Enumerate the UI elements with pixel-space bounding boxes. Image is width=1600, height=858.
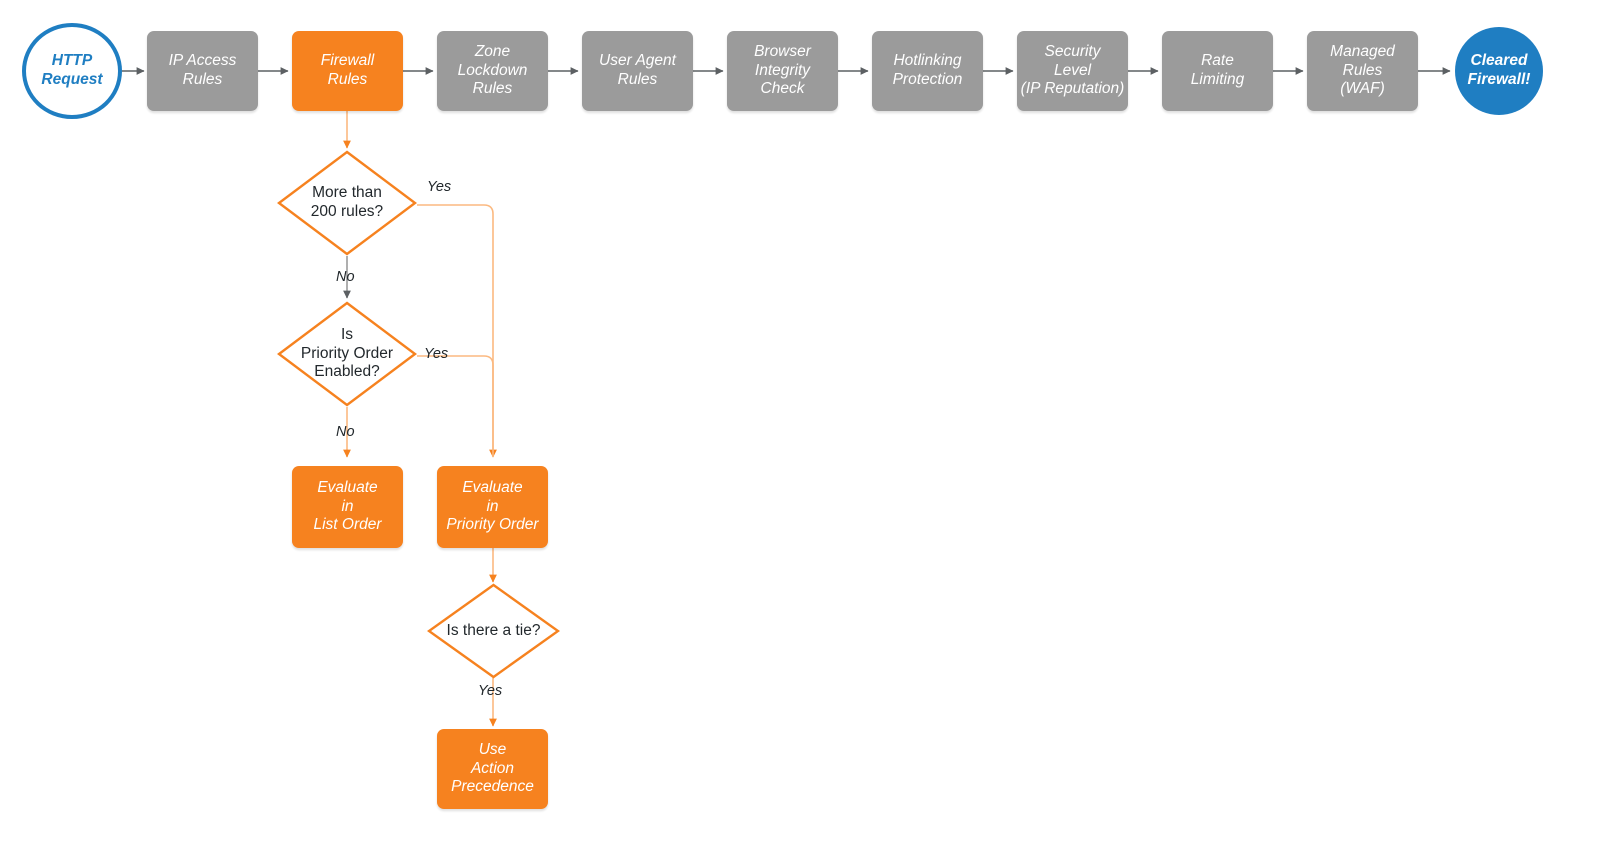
node-managed-rules-waf[interactable]: Managed Rules (WAF) xyxy=(1307,31,1418,111)
node-decision-more-than-200-rules[interactable]: More than 200 rules? xyxy=(277,150,417,256)
decision-label: More than 200 rules? xyxy=(310,184,384,220)
diamond-shape xyxy=(427,583,560,679)
node-http-request[interactable]: HTTP Request xyxy=(22,23,122,119)
node-hotlinking-protection[interactable]: Hotlinking Protection xyxy=(872,31,983,111)
node-evaluate-in-priority-order[interactable]: Evaluate in Priority Order xyxy=(437,466,548,548)
node-zone-lockdown-rules[interactable]: Zone Lockdown Rules xyxy=(437,31,548,111)
node-security-level[interactable]: Security Level (IP Reputation) xyxy=(1017,31,1128,111)
node-firewall-rules[interactable]: Firewall Rules xyxy=(292,31,403,111)
edge-label-d1-no: No xyxy=(336,269,355,285)
node-evaluate-in-list-order[interactable]: Evaluate in List Order xyxy=(292,466,403,548)
node-decision-is-there-a-tie[interactable]: Is there a tie? xyxy=(427,583,560,679)
edge-label-d3-yes: Yes xyxy=(478,683,503,699)
node-browser-integrity-check[interactable]: Browser Integrity Check xyxy=(727,31,838,111)
decision-label: Is Priority Order Enabled? xyxy=(300,325,394,381)
node-user-agent-rules[interactable]: User Agent Rules xyxy=(582,31,693,111)
node-use-action-precedence[interactable]: Use Action Precedence xyxy=(437,729,548,809)
edge-label-d1-yes: Yes xyxy=(427,179,452,195)
node-rate-limiting[interactable]: Rate Limiting xyxy=(1162,31,1273,111)
node-cleared-firewall[interactable]: Cleared Firewall! xyxy=(1455,27,1543,115)
edge-label-d2-no: No xyxy=(336,424,355,440)
edge-d1-yes-to-priority-order xyxy=(417,204,497,458)
node-decision-is-priority-order-enabled[interactable]: Is Priority Order Enabled? xyxy=(277,301,417,407)
decision-label: Is there a tie? xyxy=(446,621,541,639)
diamond-shape xyxy=(277,150,417,256)
diamond-shape xyxy=(277,301,417,407)
edge-d2-yes-to-priority-order xyxy=(417,355,494,457)
edge-label-d2-yes: Yes xyxy=(424,346,449,362)
node-ip-access-rules[interactable]: IP Access Rules xyxy=(147,31,258,111)
